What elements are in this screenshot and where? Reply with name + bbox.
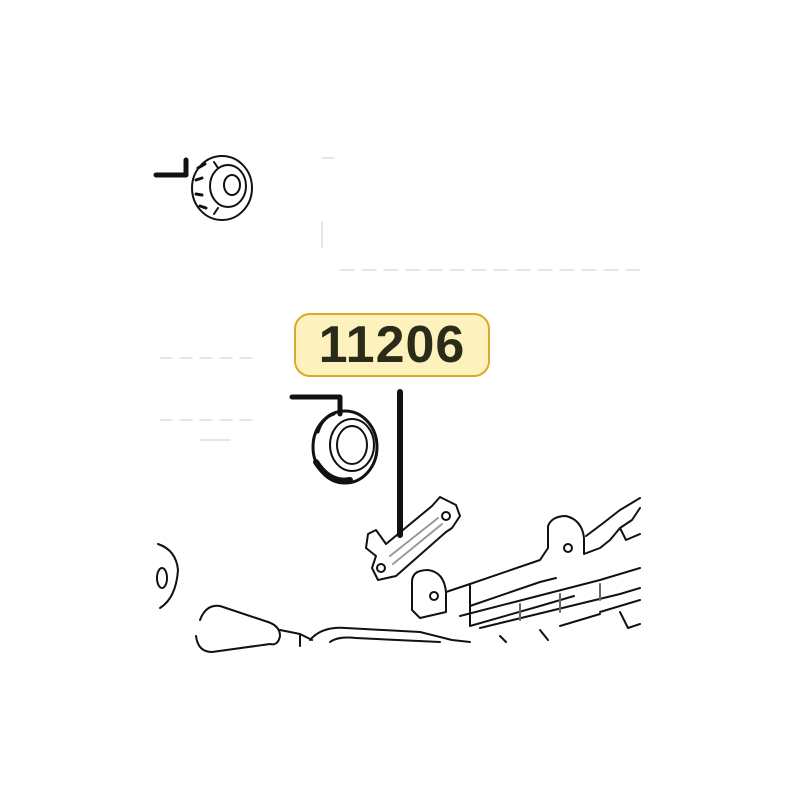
bearing: [191, 155, 253, 221]
seal-leader-line: [289, 394, 343, 417]
bearing-leader-line: [153, 157, 189, 178]
bracket-plate: [365, 496, 461, 581]
part-number-callout: 11206: [294, 313, 490, 377]
side-bushing: [156, 543, 179, 609]
frame-assembly: [309, 497, 641, 643]
construction-lines: [159, 157, 641, 441]
part-number: 11206: [318, 316, 466, 374]
seal-ring: [311, 409, 379, 485]
drive-shaft: [195, 604, 313, 653]
